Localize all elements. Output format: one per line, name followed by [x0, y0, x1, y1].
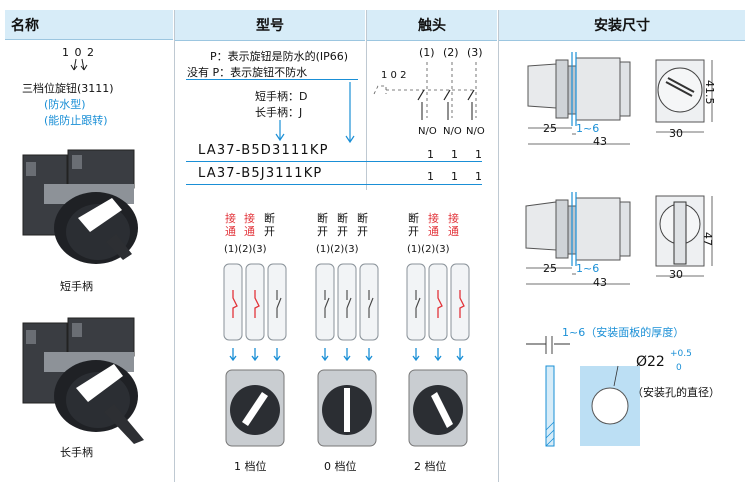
state-caption-1: 1 档位 [234, 460, 267, 473]
state-num-2: (1)(2)(3) [407, 244, 450, 255]
dim-43-a: 43 [593, 135, 607, 148]
contact-positions: 1 0 2 [381, 70, 407, 81]
state-label-2-1: 断开 [408, 212, 419, 238]
down-arrows-icon [412, 348, 464, 362]
short-handle-switch-image [22, 149, 138, 264]
no-p-note: 没有 P：表示旋钮不防水 [187, 66, 308, 79]
dim-range-a: 1~6 [576, 122, 600, 135]
knob-position-1 [225, 369, 285, 447]
dim-30-b: 30 [669, 268, 683, 281]
no-label-2: N/O [443, 126, 462, 137]
count-long-2: 1 [451, 170, 458, 183]
tolerance-zero: 0 [676, 363, 682, 373]
dim-range-b: 1~6 [576, 262, 600, 275]
state-label-1-3: 断开 [264, 212, 275, 238]
column-divider [366, 10, 367, 190]
hole-diameter: Ø22 [636, 354, 665, 370]
count-long-3: 1 [475, 170, 482, 183]
product-title: 三档位旋钮(3111) [22, 82, 114, 95]
contact-schematic [373, 62, 477, 120]
no-label-1: N/O [418, 126, 437, 137]
model-code-long: LA37-B5J3111KP [198, 166, 323, 181]
long-code-note: 长手柄：J [255, 106, 303, 119]
dim-25-a: 25 [543, 122, 557, 135]
dim-47: 47 [701, 232, 714, 246]
column-divider [174, 10, 175, 482]
contact-blocks-1 [223, 263, 287, 341]
dim-30-a: 30 [669, 127, 683, 140]
dim-drawing-short [527, 52, 713, 145]
count-long-1: 1 [427, 170, 434, 183]
knob-position-0 [317, 369, 377, 447]
contact-number-1: (1) [419, 46, 435, 59]
panel-thickness-note: 1~6（安装面板的厚度） [562, 326, 685, 339]
contact-blocks-0 [315, 263, 379, 341]
down-arrows-icon [229, 348, 281, 362]
model-row-line [186, 161, 482, 162]
pointer-arrows-icon [275, 82, 355, 144]
state-caption-0: 0 档位 [324, 460, 357, 473]
short-handle-label: 短手柄 [60, 280, 93, 293]
state-label-0-3: 断开 [357, 212, 368, 238]
long-handle-label: 长手柄 [60, 446, 93, 459]
contact-blocks-2 [406, 263, 470, 341]
down-arrows-icon [321, 348, 373, 362]
dim-drawing-long [525, 192, 713, 285]
no-label-3: N/O [466, 126, 485, 137]
panel-hole-drawing [526, 336, 640, 447]
state-label-2-3: 接通 [448, 212, 459, 238]
state-label-1-1: 接通 [225, 212, 236, 238]
short-code-note: 短手柄：D [255, 90, 308, 103]
state-caption-2: 2 档位 [414, 460, 447, 473]
contact-number-2: (2) [443, 46, 459, 59]
long-handle-switch-image [22, 317, 144, 444]
header-model: 型号 [175, 10, 365, 41]
dim-415: 41.5 [703, 80, 716, 105]
state-num-0: (1)(2)(3) [316, 244, 359, 255]
model-row-line [186, 184, 482, 185]
state-label-0-2: 断开 [337, 212, 348, 238]
count-short-1: 1 [427, 148, 434, 161]
position-labels: 1 0 2 [62, 46, 95, 59]
state-num-1: (1)(2)(3) [224, 244, 267, 255]
feature-waterproof: (防水型) [44, 98, 86, 111]
column-divider [498, 10, 499, 482]
hole-note: （安装孔的直径） [632, 386, 720, 399]
count-short-3: 1 [475, 148, 482, 161]
header-contacts: 触头 [367, 10, 497, 41]
dim-25-b: 25 [543, 262, 557, 275]
state-label-0-1: 断开 [317, 212, 328, 238]
tolerance-plus: +0.5 [670, 349, 692, 359]
state-label-2-2: 接通 [428, 212, 439, 238]
note-underline [186, 79, 358, 80]
header-name: 名称 [5, 10, 173, 40]
header-dims: 安装尺寸 [499, 10, 745, 41]
knob-position-2 [408, 369, 468, 447]
state-label-1-2: 接通 [244, 212, 255, 238]
position-arrows-icon [70, 58, 88, 71]
count-short-2: 1 [451, 148, 458, 161]
model-code-short: LA37-B5D3111KP [198, 143, 329, 158]
contact-number-3: (3) [467, 46, 483, 59]
dim-43-b: 43 [593, 276, 607, 289]
feature-anti-rotation: (能防止跟转) [44, 114, 108, 127]
p-note: P：表示旋钮是防水的(IP66) [210, 50, 349, 63]
